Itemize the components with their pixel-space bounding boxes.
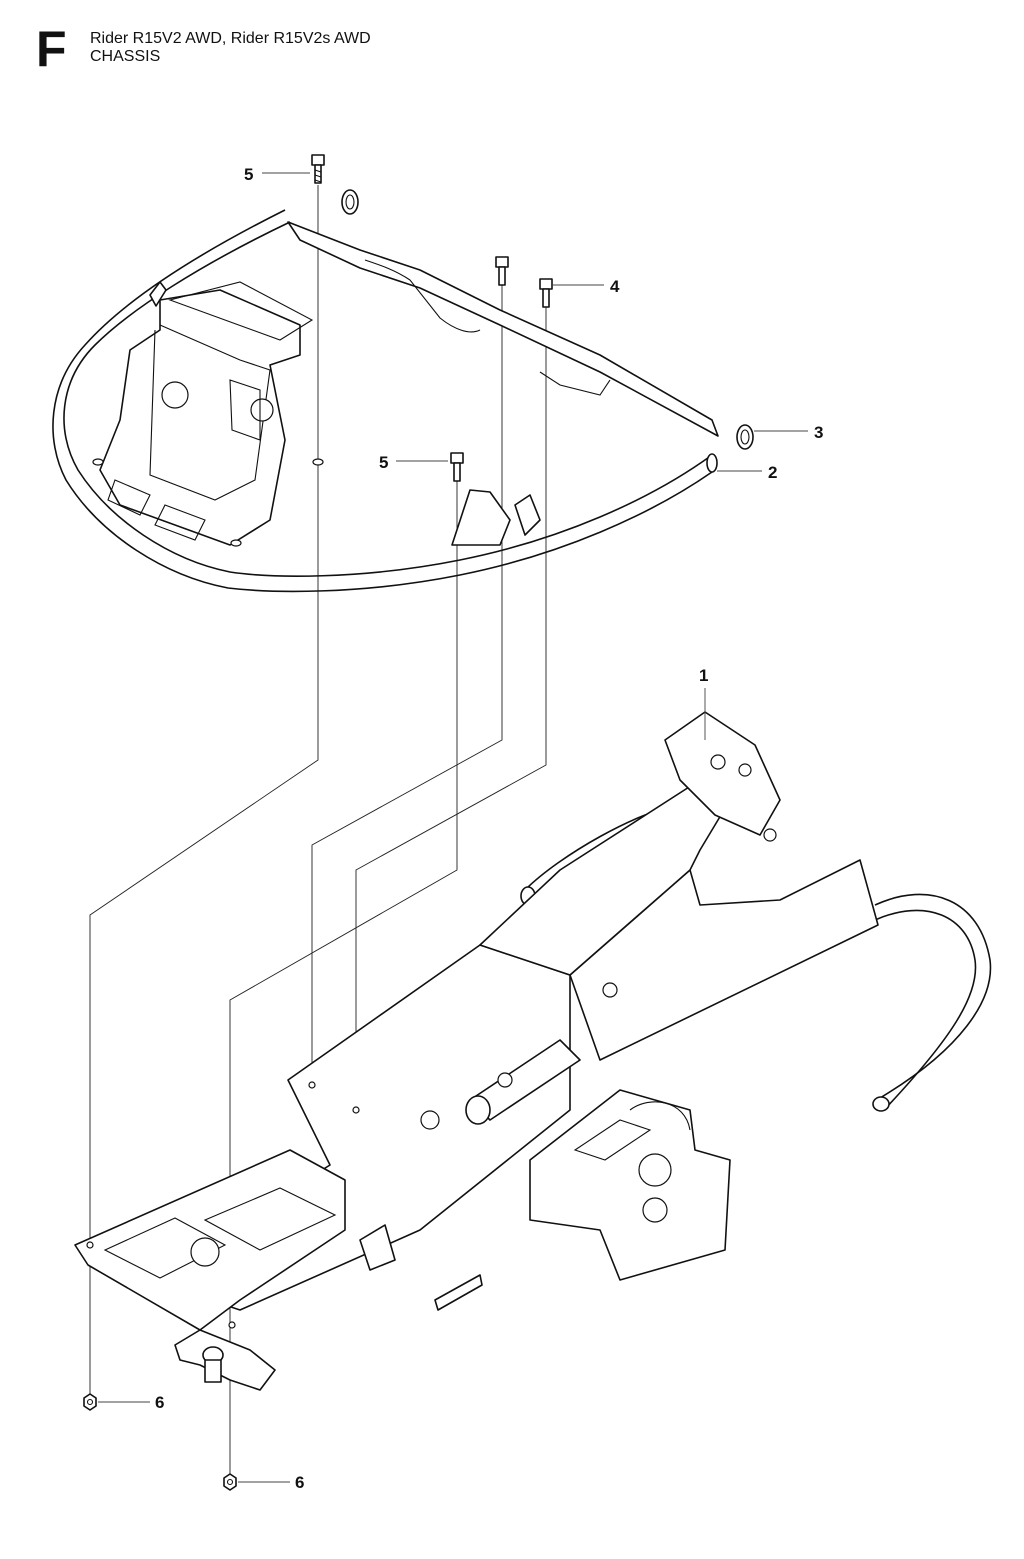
callout-5-lower: 5 — [379, 453, 448, 472]
callout-5-upper: 5 — [244, 165, 310, 184]
callout-6-left: 6 — [98, 1393, 164, 1412]
callout-label: 1 — [699, 666, 708, 685]
end-cap-3 — [736, 424, 754, 450]
callout-label: 2 — [768, 463, 777, 482]
bolt-5-upper — [311, 154, 325, 184]
end-cap-upper — [341, 189, 359, 215]
callout-label: 5 — [379, 453, 388, 472]
callout-1: 1 — [699, 666, 708, 740]
bolt-5-lower — [450, 452, 464, 482]
front-bumper-frame — [52, 209, 719, 593]
callout-label: 5 — [244, 165, 253, 184]
chassis-frame — [74, 711, 992, 1391]
nut-6-right — [223, 1473, 237, 1491]
nut-6-left — [83, 1393, 97, 1411]
bolt-4 — [539, 278, 553, 308]
callout-label: 6 — [155, 1393, 164, 1412]
callout-3: 3 — [754, 423, 823, 442]
callout-4: 4 — [553, 277, 620, 296]
callout-6-right: 6 — [238, 1473, 304, 1492]
section-letter: F — [36, 21, 67, 77]
callout-label: 6 — [295, 1473, 304, 1492]
callout-2: 2 — [717, 463, 777, 482]
group-title: CHASSIS — [90, 48, 161, 65]
callout-label: 3 — [814, 423, 823, 442]
model-title: Rider R15V2 AWD, Rider R15V2s AWD — [90, 30, 371, 47]
bolt-near-4-left — [495, 256, 509, 286]
callout-label: 4 — [610, 277, 620, 296]
